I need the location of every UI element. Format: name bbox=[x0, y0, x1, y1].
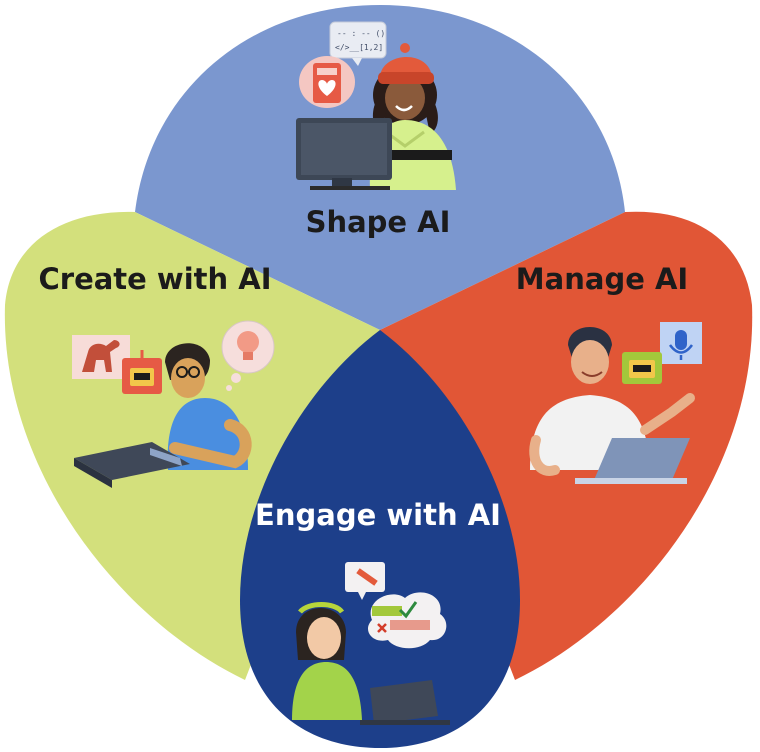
checklist-icon bbox=[367, 592, 447, 649]
manage-ai-label: Manage AI bbox=[516, 262, 688, 296]
robot-icon bbox=[122, 350, 162, 394]
lightbulb-icon bbox=[221, 320, 275, 391]
coding-person-icon: -- : -- () </>__[1,2] bbox=[296, 21, 456, 190]
tablet-icon bbox=[74, 442, 190, 488]
microphone-icon bbox=[660, 322, 702, 364]
create-with-ai-label: Create with AI bbox=[38, 262, 271, 296]
heart-phone-icon bbox=[299, 56, 355, 108]
robot-icon-manage bbox=[622, 352, 662, 384]
code-bubble-icon: -- : -- () </>__[1,2] bbox=[329, 21, 387, 66]
monitor-icon bbox=[296, 118, 392, 190]
engager-person bbox=[292, 602, 362, 720]
dinosaur-card-icon bbox=[72, 335, 130, 379]
creator-person bbox=[165, 343, 252, 470]
laptop-icon bbox=[575, 438, 690, 484]
manager-person-icon bbox=[529, 322, 702, 484]
pencil-icon bbox=[345, 562, 385, 600]
engage-with-ai-label: Engage with AI bbox=[255, 498, 501, 532]
code-bubble-line-1: -- : -- () bbox=[337, 29, 385, 38]
code-bubble-line-2: </>__[1,2] bbox=[335, 43, 383, 52]
shape-ai-label: Shape AI bbox=[306, 205, 451, 239]
creative-person-icon bbox=[72, 320, 275, 488]
engaging-person-icon bbox=[292, 562, 450, 725]
tablet-icon-engage bbox=[360, 680, 450, 725]
